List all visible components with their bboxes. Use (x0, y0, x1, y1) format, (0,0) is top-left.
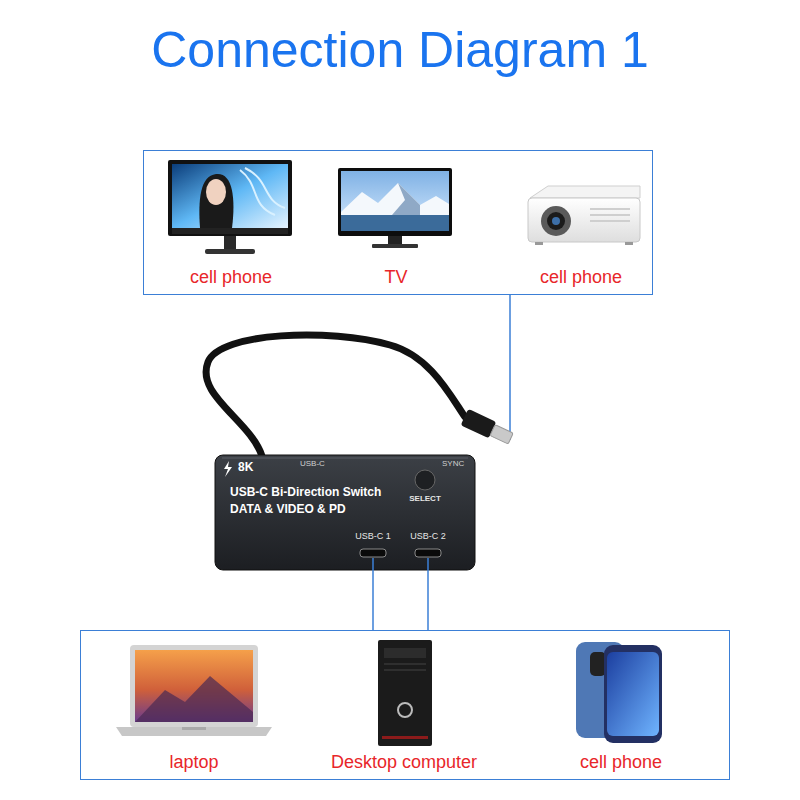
desktop-icon (398, 703, 412, 717)
usb-c-switch (372, 558, 374, 580)
laptop-icon (116, 645, 272, 736)
connector-line (427, 580, 429, 630)
usb-c-switch (215, 455, 475, 570)
projector-icon (552, 217, 560, 225)
desktop-icon (378, 640, 432, 746)
projector-icon (625, 242, 633, 245)
tv-icon (341, 183, 449, 215)
desktop-icon (384, 670, 426, 671)
laptop-icon (116, 727, 272, 736)
port-label: USB-C 2 (410, 531, 446, 541)
projector-icon (535, 242, 543, 245)
usb-c-switch (415, 549, 441, 557)
projector-icon (541, 206, 571, 236)
phone-icon (604, 645, 662, 743)
port-mark: USB-C (300, 459, 325, 468)
projector-icon (590, 214, 630, 216)
laptop-icon (135, 676, 253, 722)
product-feature: DATA & VIDEO & PD (230, 503, 346, 517)
tv-icon (341, 171, 449, 231)
laptop-icon (130, 645, 258, 727)
tv-icon (388, 236, 402, 244)
tv-icon (341, 215, 449, 231)
projector-icon (528, 198, 640, 242)
phone-icon (576, 642, 662, 743)
tv-icon (338, 168, 452, 248)
device-label: cell phone (540, 267, 622, 288)
monitor-icon (224, 236, 236, 250)
usb-c-switch (461, 409, 515, 447)
monitor-icon (168, 160, 292, 254)
usb-c-switch (206, 335, 465, 456)
usb-c-switch (222, 458, 468, 459)
tv-icon (338, 168, 452, 236)
monitor-icon (172, 228, 288, 234)
projector-icon (528, 186, 640, 245)
projector-icon (547, 212, 565, 230)
device-label: cell phone (580, 752, 662, 773)
usb-c-switch (490, 425, 513, 444)
desktop-icon (384, 664, 426, 665)
device-label: Desktop computer (331, 752, 477, 773)
monitor-icon (172, 164, 288, 228)
mode-mark: SYNC (442, 459, 464, 468)
switch-device: 8K USB-C Bi-Direction SwitchDATA & VIDEO … (200, 320, 530, 580)
device-panel: laptop Desktop computer cell phone (80, 630, 730, 780)
tv-icon (392, 183, 420, 215)
projector-icon (590, 220, 630, 222)
desktop-icon (382, 736, 428, 739)
projector-icon (530, 186, 640, 198)
monitor-icon (205, 249, 255, 254)
phone-icon (590, 652, 606, 676)
usb-c-switch (509, 320, 511, 440)
desktop-icon (384, 648, 426, 658)
product-name: USB-C Bi-Direction Switch (230, 486, 381, 500)
projector-icon (590, 208, 630, 210)
device-panel: cell phone TV cell phone (143, 150, 653, 295)
usb-c-switch (360, 549, 386, 557)
monitor-icon (206, 179, 226, 205)
laptop-icon (135, 650, 253, 722)
desktop-icon (378, 640, 432, 746)
port-label: USB-C 1 (355, 531, 391, 541)
monitor-icon (199, 174, 233, 228)
usb-c-switch (206, 320, 514, 580)
button-label: SELECT (409, 494, 441, 503)
connector-line (372, 580, 374, 630)
laptop-icon (182, 727, 206, 730)
usb-c-switch (427, 558, 429, 580)
resolution-mark: 8K (238, 461, 253, 475)
monitor-icon (168, 160, 292, 236)
usb-c-switch (224, 461, 232, 477)
usb-c-switch (415, 470, 435, 490)
device-label: cell phone (190, 267, 272, 288)
phone-icon (607, 652, 659, 736)
monitor-icon (240, 168, 285, 215)
tv-icon (372, 244, 418, 248)
device-label: laptop (169, 752, 218, 773)
connector-line (509, 295, 511, 320)
diagram-title: Connection Diagram 1 (0, 22, 800, 80)
device-label: TV (384, 267, 407, 288)
